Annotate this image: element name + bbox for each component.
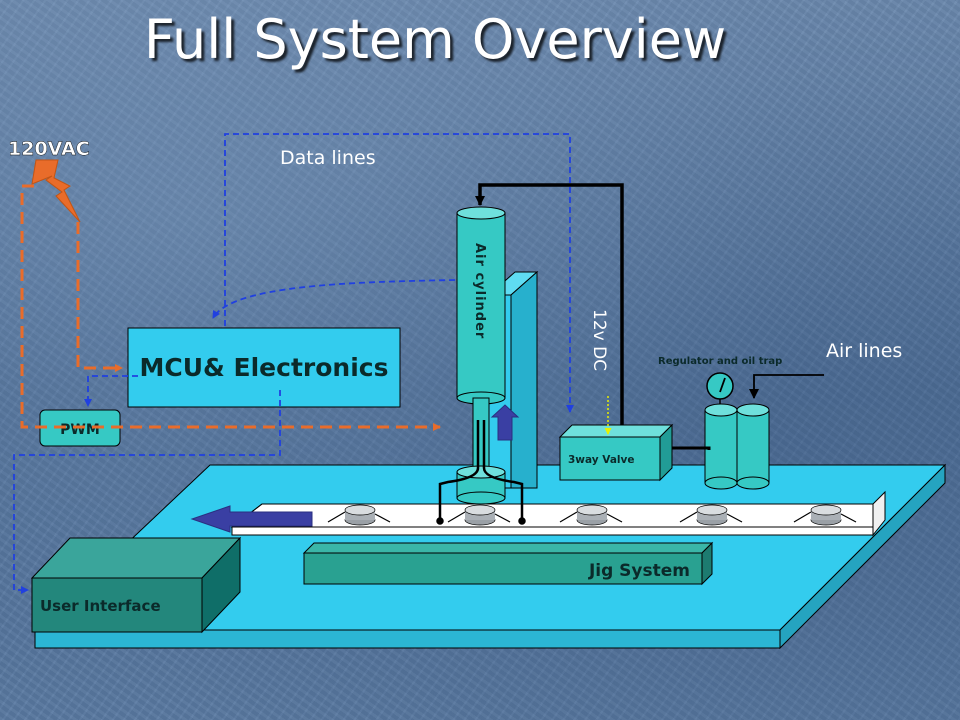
power-lines — [20, 184, 441, 431]
cylinder-mount — [487, 270, 539, 489]
jig-system-block — [302, 541, 714, 586]
user-interface-box — [30, 536, 242, 634]
pwm-label: PWM — [60, 422, 100, 438]
jig-system-label: Jig System — [588, 561, 690, 581]
lightning-bolt-icon — [31, 159, 81, 223]
power-label: 120VAC — [8, 138, 90, 160]
mcu-box — [127, 327, 401, 408]
valve-label: 3way Valve — [568, 454, 634, 466]
gripper-fingers — [436, 420, 526, 525]
three-way-valve — [558, 423, 674, 482]
jig-puck — [327, 504, 391, 526]
jig-puck — [793, 504, 857, 526]
piston-up-arrow — [490, 404, 520, 441]
air-lines-label: Air lines — [826, 340, 902, 362]
air-line-to-cylinder — [475, 183, 624, 428]
air-cylinder-label: Air cylinder — [472, 243, 487, 339]
jig-puck — [679, 504, 743, 526]
data-lines-label: Data lines — [280, 147, 376, 169]
regulator-label: Regulator and oil trap — [658, 356, 782, 367]
air-line-supply — [749, 374, 824, 399]
jig-puck — [559, 504, 623, 526]
data-lines — [13, 133, 574, 594]
mcu-label: MCU& Electronics — [140, 353, 389, 382]
user-interface-label: User Interface — [40, 597, 161, 615]
jig-pucks — [327, 504, 857, 526]
regulator-oil-trap — [704, 372, 770, 490]
jig-puck — [447, 504, 511, 526]
dc-12v-label: 12v DC — [589, 309, 609, 371]
air-line-from-regulator — [672, 446, 711, 450]
air-cylinder — [456, 206, 506, 505]
slide-title: Full System Overview — [143, 8, 727, 71]
conveyor-direction-arrow — [190, 505, 313, 533]
